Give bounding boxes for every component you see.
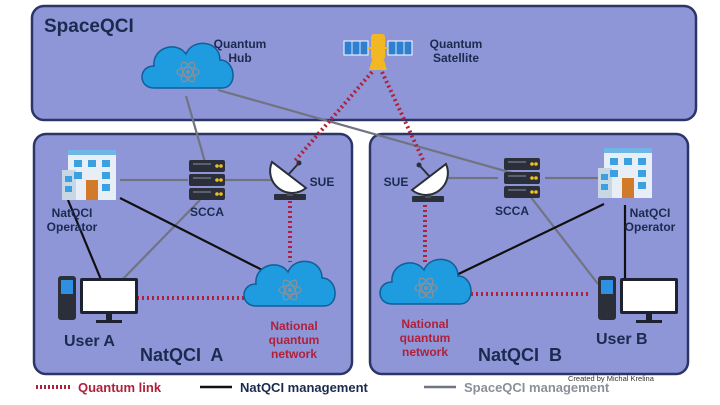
natqci-operator-b-building-icon: [598, 148, 652, 198]
scca-a-label: SCCA: [190, 205, 224, 219]
natqci-a-region-label: NatQCI A: [140, 345, 223, 365]
natqci-management-links: [66, 197, 627, 283]
credit-text: Created by Michal Krelina: [568, 374, 655, 383]
sue-b-label: SUE: [384, 175, 409, 189]
satellite-icon: [343, 34, 413, 70]
network-a-label-3: network: [271, 347, 317, 361]
spaceqci-title: SpaceQCI: [44, 16, 134, 37]
network-b-label-3: network: [402, 345, 448, 359]
operator-a-label-2: Operator: [47, 220, 98, 234]
network-b-label-1: National: [401, 317, 448, 331]
quantum-links: [132, 70, 590, 300]
sue-a-label: SUE: [310, 175, 335, 189]
satellite-label-2: Satellite: [433, 51, 479, 65]
spaceqci-panel: [30, 4, 698, 122]
hub-label-2: Hub: [228, 51, 251, 65]
natqci-operator-a-building-icon: [62, 150, 116, 200]
network-a-label-2: quantum: [269, 333, 320, 347]
legend-spaceqci-label: SpaceQCI management: [464, 380, 610, 395]
natqci-b-region-label: NatQCI B: [478, 345, 562, 365]
satellite-label-1: Quantum: [430, 37, 483, 51]
network-a-label-1: National: [270, 319, 317, 333]
legend-natqci-label: NatQCI management: [240, 380, 369, 395]
operator-b-label-1: NatQCI: [630, 206, 671, 220]
legend-quantum-label: Quantum link: [78, 380, 162, 395]
operator-a-label-1: NatQCI: [52, 206, 93, 220]
user-b-label: User B: [596, 331, 648, 348]
scca-b-label: SCCA: [495, 204, 529, 218]
operator-b-label-2: Operator: [625, 220, 676, 234]
spaceqci-management-links: [119, 88, 600, 285]
user-a-label: User A: [64, 333, 115, 350]
scca-a-server-icon: [189, 160, 225, 200]
network-b-label-2: quantum: [400, 331, 451, 345]
hub-label-1: Quantum: [214, 37, 267, 51]
scca-b-server-icon: [504, 158, 540, 198]
